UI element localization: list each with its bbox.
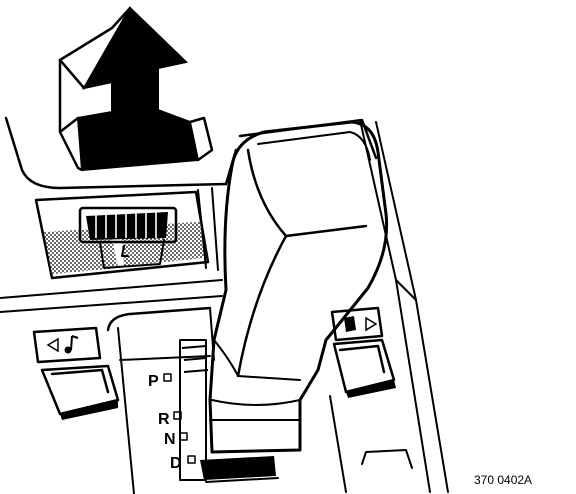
shift-gate (106, 306, 279, 494)
right-triangle-icon (365, 316, 378, 332)
gear-label-n: N (164, 431, 176, 448)
figure-reference-code: 370 0402A (474, 473, 532, 487)
gear-indicator: P R N D (148, 373, 196, 472)
gear-label-r: R (158, 411, 170, 428)
gear-label-p: P (148, 373, 159, 390)
console-right-edge (238, 118, 449, 493)
note-icon (64, 335, 79, 354)
direction-arrow (58, 6, 214, 172)
left-triangle-icon (46, 337, 59, 353)
diagnostic-connector (34, 190, 210, 280)
arrow-up-left-icon (76, 6, 200, 172)
gear-label-d: D (170, 455, 182, 472)
gear-selector-lever (208, 120, 389, 454)
left-switch (32, 326, 120, 420)
